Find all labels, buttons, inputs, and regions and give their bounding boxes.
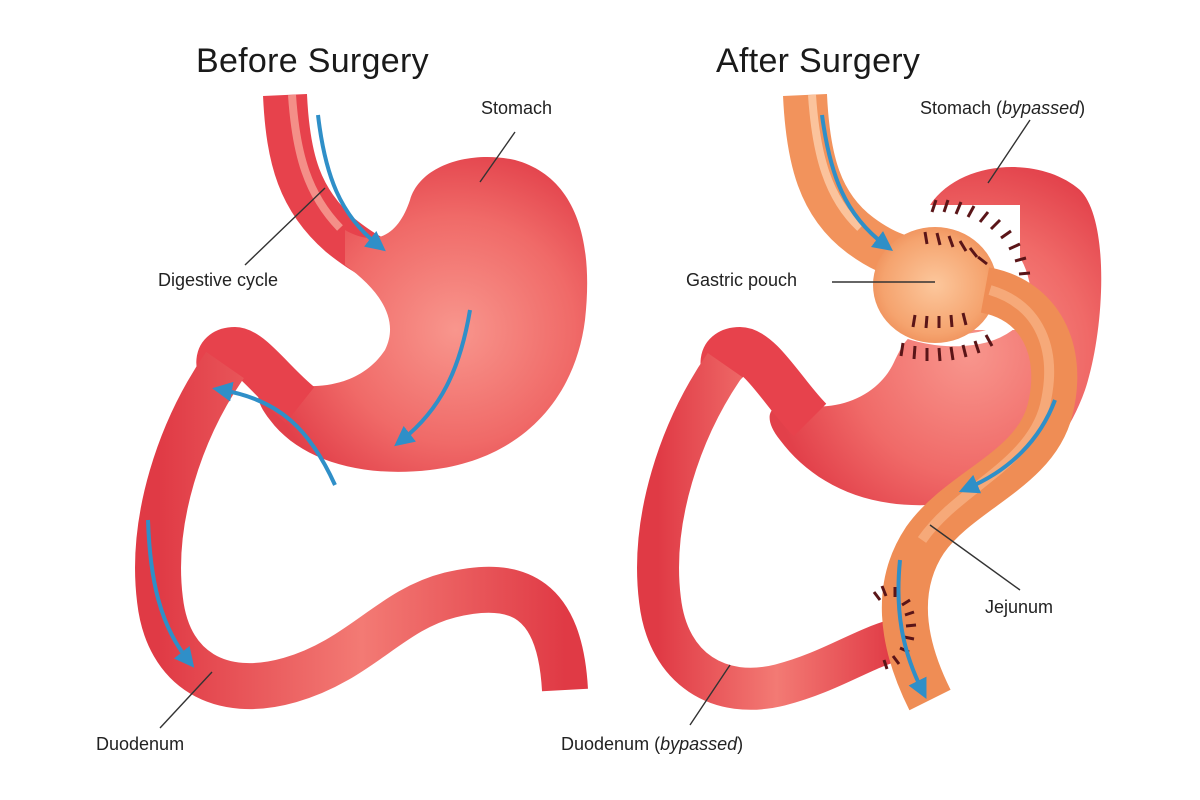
leader-line-stomach <box>479 131 516 183</box>
label-digestive-cycle: Digestive cycle <box>158 270 279 290</box>
label-jejunum: Jejunum <box>985 597 1054 617</box>
before-duodenum <box>135 351 588 710</box>
leader-line-digestive-cycle <box>244 187 326 266</box>
leader-line-jejunum <box>929 524 1021 591</box>
after-flow-arrow <box>820 114 893 252</box>
leader-line-duodenum <box>159 671 213 729</box>
before-flow-arrow <box>146 519 195 668</box>
before-flow-arrow <box>316 114 386 252</box>
after-gastric-pouch <box>873 227 997 343</box>
label-stomach: Stomach <box>481 98 553 118</box>
leader-line-duodenum-bypassed <box>689 664 731 726</box>
panel-title-before: Before Surgery <box>196 42 429 80</box>
staple-marks <box>872 199 1031 670</box>
leader-line-stomach-bypassed <box>987 119 1031 184</box>
after-flow-arrow <box>896 559 927 699</box>
after-esophagus <box>783 93 912 280</box>
before-flow-arrow <box>394 309 472 447</box>
label-duodenum-bypassed: Duodenum (bypassed) <box>561 734 744 754</box>
label-stomach-bypassed: Stomach (bypassed) <box>920 98 1086 118</box>
after-flow-arrow <box>958 399 1057 494</box>
label-gastric-pouch: Gastric pouch <box>686 270 798 290</box>
before-anatomy <box>135 93 588 729</box>
before-flow-arrow <box>212 381 337 486</box>
panel-title-after: After Surgery <box>716 42 921 80</box>
label-duodenum: Duodenum <box>96 734 185 754</box>
after-duodenum <box>637 353 902 710</box>
after-anatomy <box>637 93 1102 726</box>
before-stomach <box>258 156 588 472</box>
